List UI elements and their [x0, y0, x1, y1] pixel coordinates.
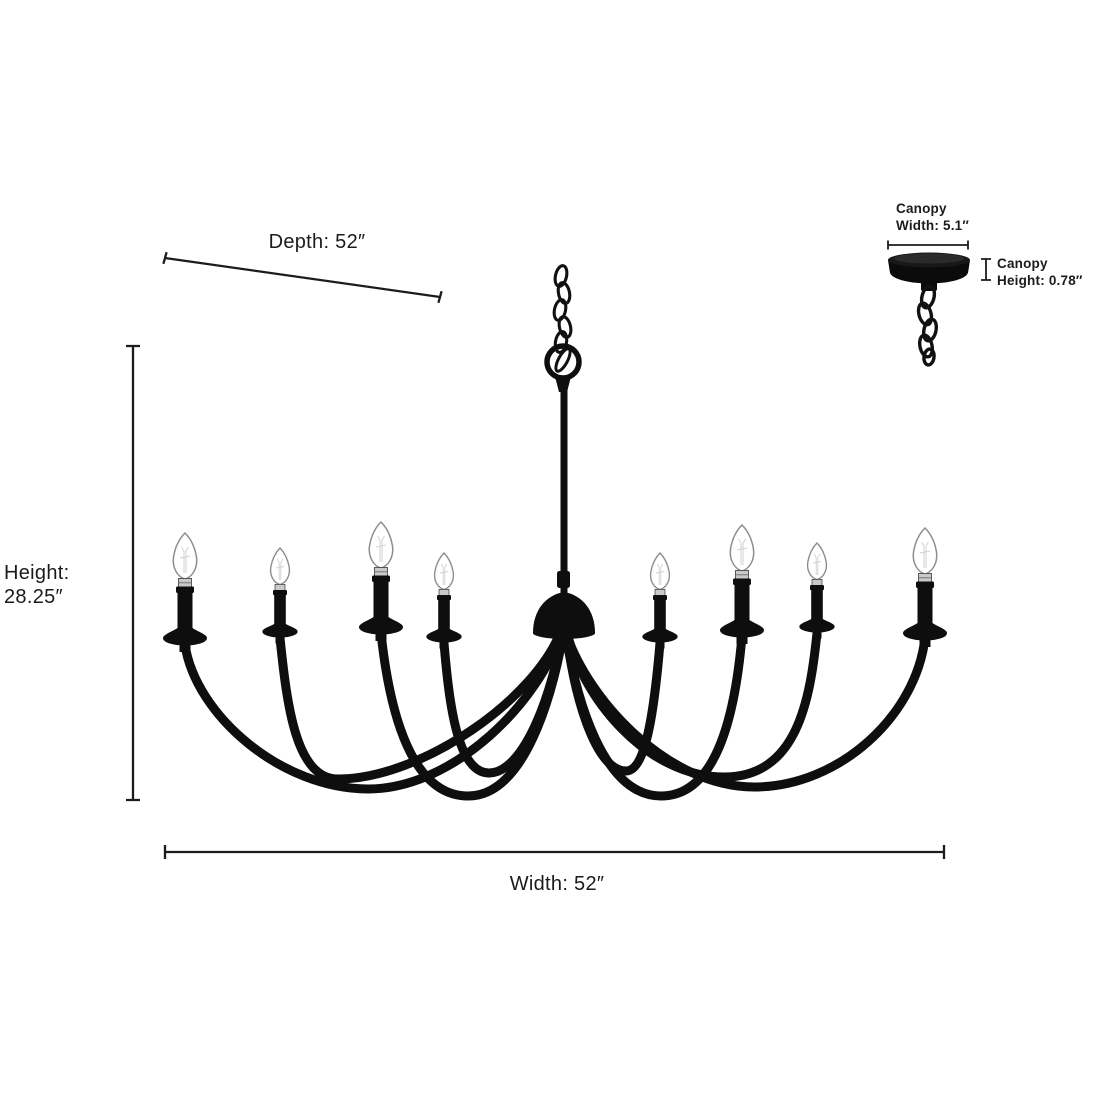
- canopy-width-label-line2: Width: 5.1″: [896, 217, 970, 233]
- arm-1: [180, 625, 567, 794]
- canopy-width-dimension-line: [887, 240, 969, 250]
- candle-8: [902, 527, 948, 648]
- canopy-width-label-line1: Canopy: [896, 201, 947, 216]
- rod-collar: [557, 571, 570, 588]
- canopy-height-label-line2: Height: 0.78″: [997, 272, 1083, 288]
- candle-3: [358, 521, 404, 642]
- central-hub: [533, 592, 595, 646]
- chandelier: [162, 264, 948, 801]
- hanging-ring: [544, 343, 582, 392]
- canopy-detail: [887, 240, 991, 367]
- arm-2: [275, 623, 567, 784]
- canopy-height-dimension-line: [981, 258, 991, 281]
- canopy-width-label: Canopy Width: 5.1″: [896, 201, 969, 234]
- height-label-line2: 28.25″: [4, 586, 63, 608]
- arm-6: [560, 625, 747, 801]
- ring-finial: [555, 378, 571, 392]
- chandelier-arms: [180, 622, 930, 801]
- candle-2: [261, 547, 299, 645]
- height-label-line1: Height:: [4, 562, 70, 584]
- down-rod: [560, 386, 568, 596]
- arm-4: [439, 622, 568, 778]
- canopy-disc: [888, 252, 970, 291]
- candle-5: [641, 552, 679, 650]
- height-label: Height: 28.25″: [4, 561, 69, 609]
- width-dimension-line: [163, 845, 946, 859]
- candle-6: [719, 524, 765, 645]
- canopy-chain: [916, 284, 938, 367]
- canopy-height-label-line1: Canopy: [997, 256, 1048, 271]
- candle-1: [162, 532, 208, 653]
- hanging-chain: [552, 264, 573, 354]
- height-dimension-line: [126, 344, 140, 802]
- depth-label: Depth: 52″: [268, 231, 366, 253]
- depth-dimension-line: [162, 251, 443, 304]
- candle-4: [425, 552, 463, 650]
- canopy-height-label: Canopy Height: 0.78″: [997, 256, 1083, 289]
- width-label: Width: 52″: [509, 873, 605, 895]
- candle-7: [798, 542, 836, 640]
- arm-8: [560, 625, 930, 792]
